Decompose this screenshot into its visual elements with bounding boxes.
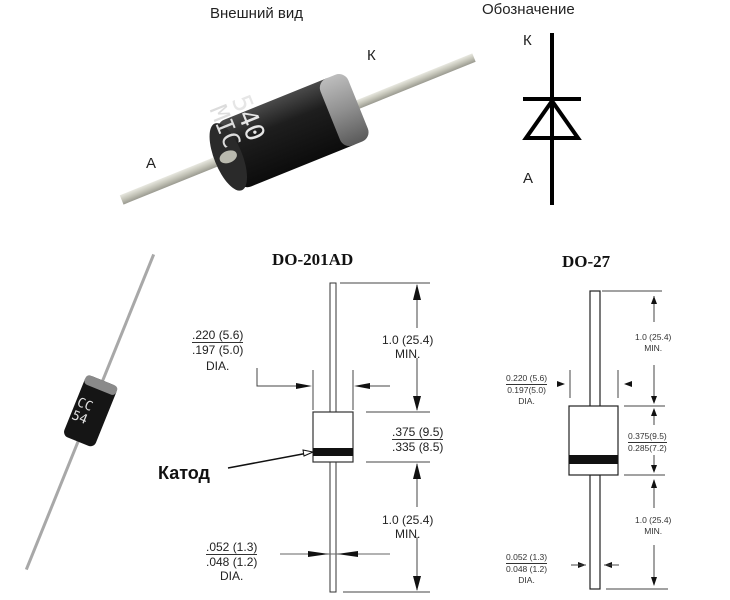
do27-bottom-lead [589,474,601,590]
do201ad-arrow [413,284,421,300]
do27-lead-bottom-suffix: MIN. [644,526,663,536]
do27-arrow [651,408,657,416]
do27-body-len: 0.375(9.5) 0.285(7.2) [628,431,667,454]
do201ad-arrow [413,463,421,479]
do27-lead-top: 1.0 (25.4) MIN. [635,332,671,354]
cathode-band [319,74,369,147]
do27-body-len-min: 0.285(7.2) [628,443,667,453]
do201ad-dia-leader [256,368,298,387]
anode-lead [119,146,245,205]
do201ad-title: DO-201AD [272,250,354,269]
do27-top-lead [589,290,601,408]
do201ad-body-dia: .220 (5.6) .197 (5.0) DIA. [192,328,244,373]
do27-arrow [651,296,657,304]
do27-lead-bottom: 1.0 (25.4) MIN. [635,515,671,537]
cathode-lead [351,53,476,111]
symbol-triangle [522,97,582,140]
do27-title: DO-27 [562,252,611,271]
do27-cathode-band [569,455,618,464]
do201ad-dia-arrow-right [354,383,370,389]
symbol-anode-label: А [523,170,534,187]
do201ad-lead-dia-max: .052 (1.3) [206,540,258,555]
do27-lead-dia: 0.052 (1.3) 0.048 (1.2) DIA. [506,552,548,586]
do201ad-dia-arrow-left [296,383,312,389]
do201ad-body-dia-min: .197 (5.0) [192,343,244,357]
do201ad-lead-arrow-left [308,551,329,557]
do27-dia-arrow-left [557,381,565,387]
do201ad-body-len-max: .375 (9.5) [392,425,444,440]
symbol-title: Обозначение [482,1,575,18]
do201ad-lead-bottom-value: 1.0 (25.4) [382,513,434,527]
external-view-title: Внешний вид [210,5,303,22]
symbol-cathode-label: К [523,32,532,49]
photo-anode-label: А [146,155,157,172]
do27-body-dia: 0.220 (5.6) 0.197(5.0) DIA. [506,373,548,407]
cathode-callout: Катод [158,463,210,483]
do27-arrow [651,577,657,586]
do201ad-body-dia-suffix: DIA. [206,359,230,373]
do201ad-lead-top-value: 1.0 (25.4) [382,333,434,347]
do201ad-lead-bottom: 1.0 (25.4) MIN. [382,513,433,541]
do201ad-lead-dia-suffix: DIA. [220,569,244,583]
do27-lead-top-value: 1.0 (25.4) [635,332,672,342]
do27-lead-bottom-value: 1.0 (25.4) [635,515,672,525]
do201ad-lead-dia-min: .048 (1.2) [206,555,258,569]
lead-stub [219,150,237,164]
do27-dia-arrow-right [624,381,632,387]
do201ad-lead-arrow-right [337,551,358,557]
cathode-pointer-line [227,452,309,469]
do201ad-body-dia-max: .220 (5.6) [192,328,244,343]
do201ad-lead-dia: .052 (1.3) .048 (1.2) DIA. [206,540,258,583]
do27-body-dia-suffix: DIA. [518,396,535,406]
do27-body-dia-min: 0.197(5.0) [507,385,546,395]
do27-arrow [651,396,657,404]
do27-lead-dia-max: 0.052 (1.3) [506,552,548,564]
photo-cathode-label: К [367,47,376,64]
do201ad-body-len: .375 (9.5) .335 (8.5) [392,425,444,454]
do27-body [568,405,619,476]
do27-body-dia-max: 0.220 (5.6) [506,373,548,385]
do27-body-len-max: 0.375(9.5) [628,431,667,443]
do201ad-cathode-band [313,448,353,456]
do27-lead-dia-suffix: DIA. [518,575,535,585]
diode-body [217,77,360,188]
do201ad-lead-top: 1.0 (25.4) MIN. [382,333,433,361]
do201ad-arrow [413,396,421,411]
side-body [64,375,117,447]
do201ad-body-len-min: .335 (8.5) [392,440,444,454]
cathode-pointer-arrow [302,449,315,457]
do201ad-arrow [413,576,421,591]
do27-lead-dia-min: 0.048 (1.2) [506,564,548,574]
do27-arrow [651,465,657,473]
side-band [84,375,118,395]
do201ad-lead-top-suffix: MIN. [395,347,421,361]
do201ad-lead-bottom-suffix: MIN. [395,527,421,541]
do27-lead-top-suffix: MIN. [644,343,663,353]
do27-arrow [651,479,657,488]
